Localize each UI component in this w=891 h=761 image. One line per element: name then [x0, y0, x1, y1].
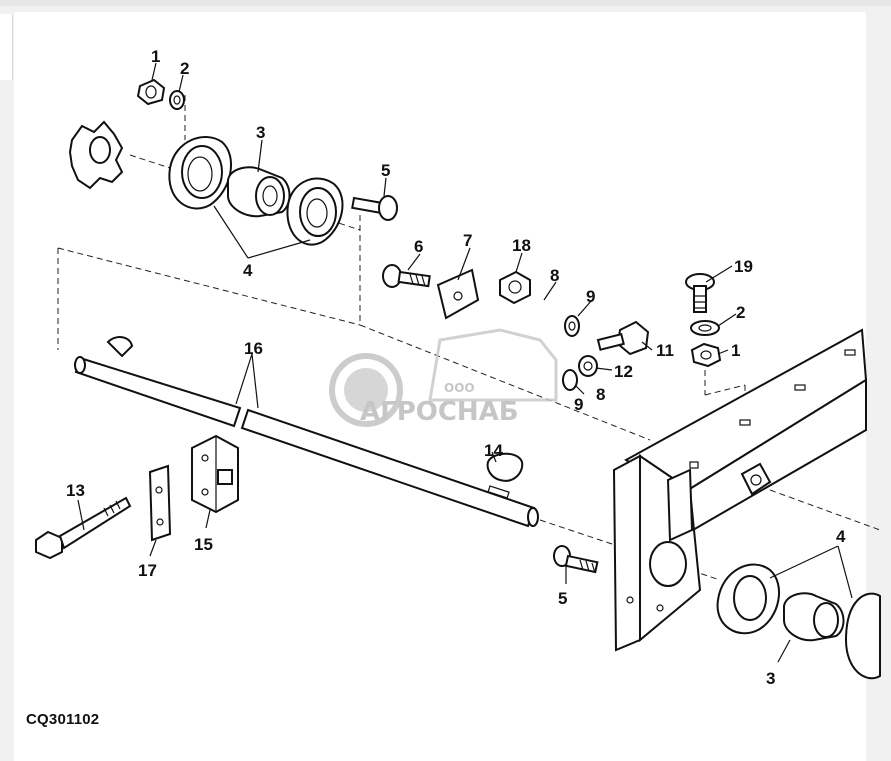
callout-16: 16 [244, 339, 263, 358]
callout-3-lower: 3 [766, 669, 775, 688]
washer-12 [578, 355, 598, 377]
callout-1-top: 1 [151, 47, 160, 66]
callout-labels: 1 2 3 5 4 6 7 18 8 9 19 2 11 1 12 9 8 16… [66, 47, 846, 688]
washer-upper [564, 315, 580, 337]
hex-nut-right [690, 342, 722, 368]
lock-washer-top [169, 90, 185, 110]
callout-4-top: 4 [243, 261, 253, 280]
flange-lower-right [716, 563, 780, 635]
callout-9-lower: 9 [574, 395, 583, 414]
key-14 [486, 452, 524, 482]
key-small [106, 336, 134, 358]
callout-3-top: 3 [256, 123, 265, 142]
callout-6: 6 [414, 237, 423, 256]
callout-5-top: 5 [381, 161, 390, 180]
watermark-logo: ООО АГРОСНАБ [329, 328, 558, 427]
watermark-prefix: ООО [444, 381, 475, 395]
bolt-11 [596, 320, 650, 356]
sprocket-gear [68, 120, 124, 190]
callout-18: 18 [512, 236, 531, 255]
top-bar [0, 0, 891, 6]
hex-nut-18 [499, 270, 531, 305]
figure-code: CQ301102 [26, 711, 100, 728]
callout-13: 13 [66, 481, 85, 500]
leader-lines [77, 62, 853, 663]
shaft-16 [74, 356, 539, 528]
callout-1-right: 1 [731, 341, 740, 360]
carriage-bolt-top [351, 195, 398, 221]
plate-17 [148, 464, 172, 542]
washer-lower [562, 369, 578, 391]
hex-nut-top [136, 78, 166, 106]
callout-7: 7 [463, 231, 472, 250]
callout-5-lower: 5 [558, 589, 567, 608]
hex-bolt-13 [35, 496, 132, 560]
callout-14: 14 [484, 441, 503, 460]
flange-edge-right [844, 592, 881, 680]
callout-2-right: 2 [736, 303, 745, 322]
callout-12: 12 [614, 362, 633, 381]
bearing-lower-right [783, 592, 845, 642]
callout-8-lower: 8 [596, 385, 605, 404]
callout-19: 19 [734, 257, 753, 276]
block-15 [191, 434, 239, 514]
bearing-left [227, 166, 291, 218]
callout-8-upper: 8 [550, 266, 559, 285]
flange-bolt-lower [553, 545, 599, 574]
callout-11: 11 [656, 341, 674, 360]
callout-15: 15 [194, 535, 213, 554]
bracket-7 [436, 268, 480, 320]
flange-left [168, 136, 233, 210]
frame-member [612, 328, 868, 652]
washer-right [690, 320, 720, 336]
carriage-bolt-19 [685, 273, 715, 313]
watermark-brand: АГРОСНАБ [360, 397, 519, 427]
side-tab [0, 14, 13, 80]
callout-9-upper: 9 [586, 287, 595, 306]
flange-right [286, 177, 344, 246]
callout-17: 17 [138, 561, 157, 580]
callout-4-lower: 4 [836, 527, 846, 546]
callout-2-top: 2 [180, 59, 189, 78]
flange-bolt-6 [382, 264, 431, 288]
